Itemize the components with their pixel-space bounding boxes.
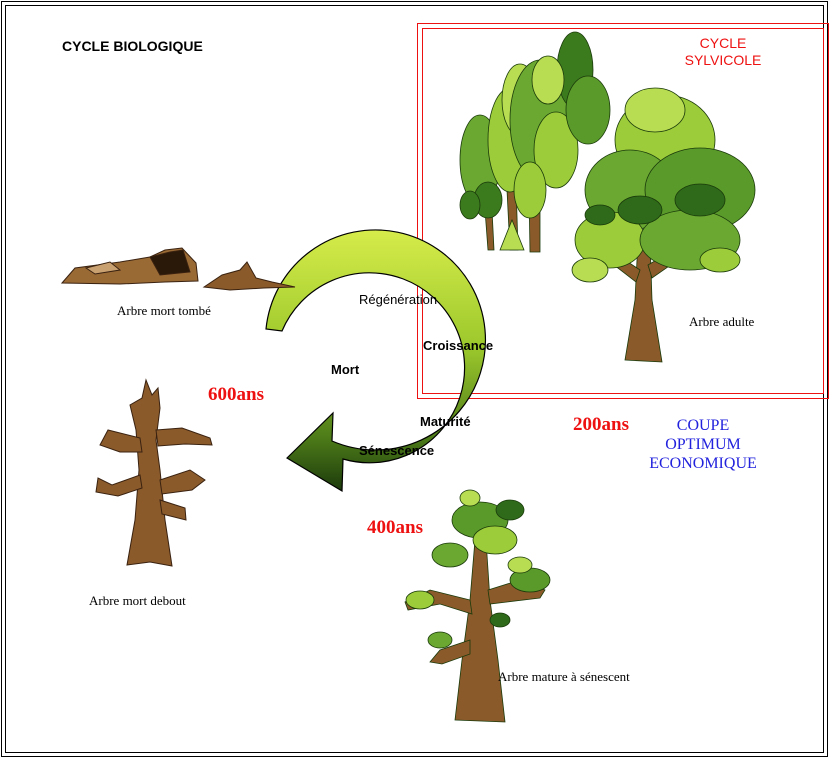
age-400: 400ans bbox=[367, 517, 423, 538]
sylvicole-frame-outer bbox=[417, 23, 829, 399]
diagram-title: CYCLE BIOLOGIQUE bbox=[62, 38, 203, 54]
sylvicole-line-2: SYLVICOLE bbox=[684, 52, 762, 68]
sylvicole-line-1: CYCLE bbox=[699, 35, 747, 51]
label-standing-dead-tree: Arbre mort debout bbox=[89, 593, 186, 608]
sylvicole-cycle-title: CYCLE SYLVICOLE bbox=[668, 35, 778, 69]
label-fallen-dead-tree: Arbre mort tombé bbox=[117, 303, 211, 318]
coupe-line-1: COUPE bbox=[676, 417, 730, 434]
dead-standing-tree-icon bbox=[95, 378, 213, 567]
stage-croissance: Croissance bbox=[423, 338, 494, 353]
age-200: 200ans bbox=[573, 414, 629, 435]
stage-maturite: Maturité bbox=[420, 414, 471, 429]
label-mature-tree: Arbre mature à sénescent bbox=[498, 669, 630, 684]
stage-mort: Mort bbox=[331, 362, 360, 377]
coupe-line-3: ECONOMIQUE bbox=[649, 455, 757, 472]
young-trees-icon bbox=[459, 31, 611, 253]
cycle-arrow bbox=[265, 229, 487, 493]
mature-tree-icon bbox=[404, 489, 551, 723]
sylvicole-frame-inner bbox=[422, 28, 824, 394]
age-600: 600ans bbox=[208, 384, 264, 405]
fallen-tree-icon bbox=[60, 247, 296, 291]
label-adult-tree: Arbre adulte bbox=[689, 314, 755, 329]
optimum-cut-label: COUPE OPTIMUM ECONOMIQUE bbox=[618, 416, 788, 473]
stage-senescence: Sénescence bbox=[359, 443, 435, 458]
adult-tree-icon bbox=[571, 87, 756, 363]
stage-regeneration: Régénération bbox=[359, 292, 438, 307]
coupe-line-2: OPTIMUM bbox=[665, 436, 741, 453]
